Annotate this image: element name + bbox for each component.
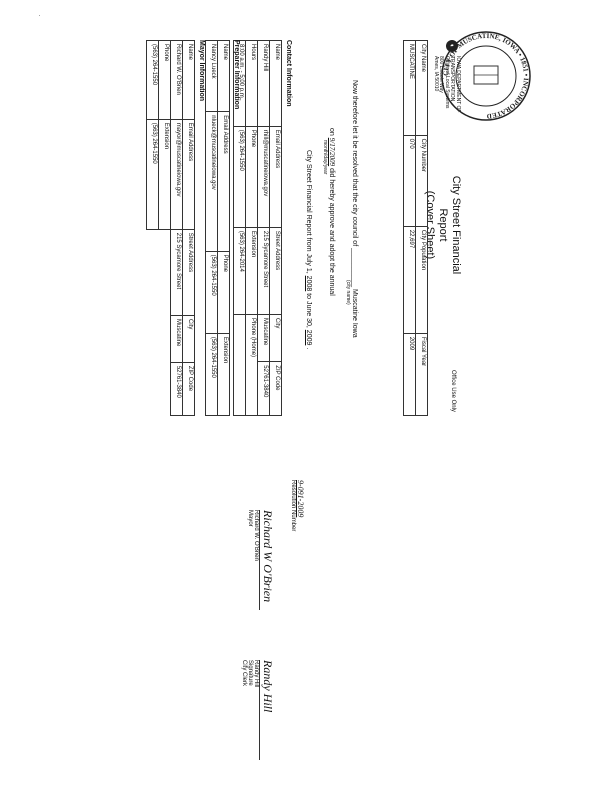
title-line: City Street Financial Report	[436, 175, 462, 275]
page-mark: ·	[38, 10, 41, 20]
mayor-header: Street Address	[182, 229, 195, 316]
contact-email: rhill@muscatineiowa.gov	[257, 126, 270, 228]
resolution-state: Iowa	[351, 322, 358, 338]
resolution-city: Muscatine	[351, 288, 358, 321]
clerk-signature-role: City Clerk	[241, 660, 247, 687]
mayor-header: Phone	[158, 40, 171, 120]
preparer-section-title: Preparer Information	[233, 40, 240, 110]
resolution-text: on	[328, 128, 335, 136]
mayor-header: Name	[182, 40, 195, 120]
preparer-extension: (563) 264-1550	[205, 333, 218, 416]
resolution-line-1: Now therefore let it be resolved that th…	[344, 80, 358, 338]
resolution-text: .	[305, 347, 312, 350]
preparer-email: nlueck@muscatineiowa.gov	[205, 111, 218, 252]
resolution-number-group: 9-091-2009 Resolution Number	[290, 480, 305, 531]
preparer-header: Phone	[217, 251, 230, 334]
city-population-header: City Population	[415, 226, 428, 334]
contact-header: Street Address	[269, 227, 282, 315]
resolution-line-2: on 9/17/2009 did hereby approve and adop…	[321, 128, 336, 296]
contact-street: 215 Sycamore Street	[257, 227, 270, 315]
preparer-table: Name Email Address Phone Extension Nancy…	[205, 40, 230, 416]
signature-label: Signature	[247, 660, 253, 686]
mayor-phone: (563) 264-1550	[146, 40, 159, 120]
preparer-name: Nancy Lueck	[205, 40, 218, 112]
dept-line: Ames, IA 50010	[433, 56, 439, 92]
mayor-signature: Richard W O'Brien	[259, 510, 275, 610]
contact-header: Email Address	[269, 126, 282, 228]
resolution-date: 9/17/2009	[328, 137, 336, 167]
resolution-line-3: City Street Financial Report from July 1…	[304, 150, 312, 349]
resolution-text: did hereby approve and adopt the annual	[328, 168, 335, 296]
contact-section-title: Contact Information	[285, 40, 292, 107]
fiscal-year-header: Fiscal Year	[415, 333, 428, 416]
mayor-header: Email Address	[182, 119, 195, 230]
office-use-label: Office Use Only	[450, 370, 456, 412]
city-name-header: City Name	[415, 40, 428, 136]
contact-name: Randy Hill	[257, 40, 270, 127]
resolution-number-label: Resolution Number	[290, 480, 296, 532]
mayor-name: Richard W. O'Brien	[170, 40, 183, 120]
contact-header: Name	[269, 40, 282, 127]
mayor-extension: (563) 264-1550	[146, 119, 159, 230]
contact-zip: 52761-3840	[257, 361, 270, 416]
resolution-text: Now therefore let it be resolved that th…	[351, 80, 358, 247]
contact-table: Name Email Address Street Address City Z…	[233, 40, 282, 416]
signature-block: 9-091-2009 Resolution Number Richard W O…	[135, 450, 305, 780]
end-year: 2009	[305, 329, 312, 346]
mayor-header: City	[182, 315, 195, 363]
report-title: City Street Financial Report (Cover Shee…	[422, 160, 462, 290]
city-name-value: MUSCATINE	[403, 40, 416, 136]
start-year: 2008	[305, 275, 312, 292]
preparer-header: Name	[217, 40, 230, 112]
contact-home-phone	[233, 314, 246, 416]
preparer-phone: (563) 264-1550	[205, 251, 218, 334]
clerk-signature: Randy Hill	[259, 660, 275, 760]
contact-header: Hours	[245, 40, 258, 127]
date-caption: month/day/year	[321, 140, 328, 175]
resolution-text: City Street Financial Report from July 1…	[305, 150, 312, 274]
mayor-signature-group: Richard W O'Brien Richard W. O'Brien May…	[247, 510, 275, 610]
preparer-header: Email Address	[217, 111, 230, 252]
clerk-signature-name: Randy Hill	[253, 660, 259, 688]
mayor-signature-name: Richard W. O'Brien	[253, 510, 259, 561]
mayor-table: Name Email Address Street Address City Z…	[146, 40, 195, 416]
fiscal-year-value: 2009	[403, 333, 416, 416]
contact-phone: (563) 264-1550	[233, 126, 246, 228]
mayor-street: 215 Sycamore Street	[170, 229, 183, 316]
city-number-value: 070	[403, 135, 416, 227]
mayor-zip: 52761-3840	[170, 362, 183, 416]
contact-header: ZIP Code	[269, 361, 282, 416]
mayor-header: ZIP Code	[182, 362, 195, 416]
city-seal-icon: CITY OF MUSCATINE, IOWA • 1851 • INCORPO…	[441, 31, 531, 121]
mayor-header: Extension	[158, 119, 171, 230]
preparer-header: Extension	[217, 333, 230, 416]
cover-sheet-document: ◐ IOWA DEPARTMENT OF TRANSPORTATION Offi…	[132, 40, 462, 420]
contact-city: Muscatine	[257, 314, 270, 362]
contact-extension: (563) 264-2014	[233, 227, 246, 315]
contact-header: Phone	[245, 126, 258, 228]
mayor-section-title: Mayor Information	[198, 40, 205, 102]
city-number-header: City Number	[415, 135, 428, 227]
mayor-city: Muscatine	[170, 315, 183, 363]
resolution-number-value: 9-091-2009	[296, 480, 305, 518]
city-info-table: City Name City Number City Population Fi…	[403, 40, 428, 416]
city-population-value: 22,697	[403, 226, 416, 334]
city-name-caption: (city name)	[344, 280, 351, 305]
contact-header: Extension	[245, 227, 258, 315]
contact-header: Phone (Home)	[245, 314, 258, 416]
contact-header: City	[269, 314, 282, 362]
mayor-email: mayor@muscatineiowa.gov	[170, 119, 183, 230]
clerk-signature-group: Randy Hill Randy Hill Signature City Cle…	[241, 660, 275, 760]
resolution-text: to June 30,	[305, 293, 312, 328]
